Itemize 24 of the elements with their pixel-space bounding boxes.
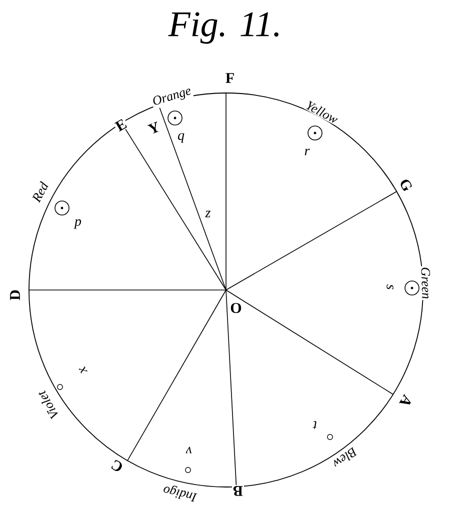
figure-title: Fig. 11. <box>168 12 278 44</box>
point-letter: G <box>397 176 415 194</box>
point-label: p <box>74 218 82 230</box>
point-label: z <box>204 210 212 218</box>
arc-label: Yellow <box>303 98 341 126</box>
point-label: t <box>312 420 318 430</box>
arc-label: Blew <box>330 445 360 471</box>
point-letter: C <box>108 458 126 474</box>
point-label: v <box>184 446 194 454</box>
arc-label: Indigo <box>160 482 200 504</box>
point-letter: B <box>232 485 244 497</box>
arc-label: Red <box>30 180 50 204</box>
point-label: r <box>303 148 311 156</box>
point-letter: A <box>398 392 414 410</box>
point-letter: D <box>9 288 21 302</box>
point-letter: F <box>224 72 236 84</box>
arc-label: Orange <box>150 84 194 110</box>
point-letter: O <box>229 302 243 314</box>
point-letter: E <box>112 116 130 134</box>
point-label: s <box>386 283 394 291</box>
point-label: q <box>176 132 186 144</box>
point-letter: Y <box>146 120 162 136</box>
arc-label: Green <box>420 266 432 300</box>
point-label: x <box>77 364 89 376</box>
